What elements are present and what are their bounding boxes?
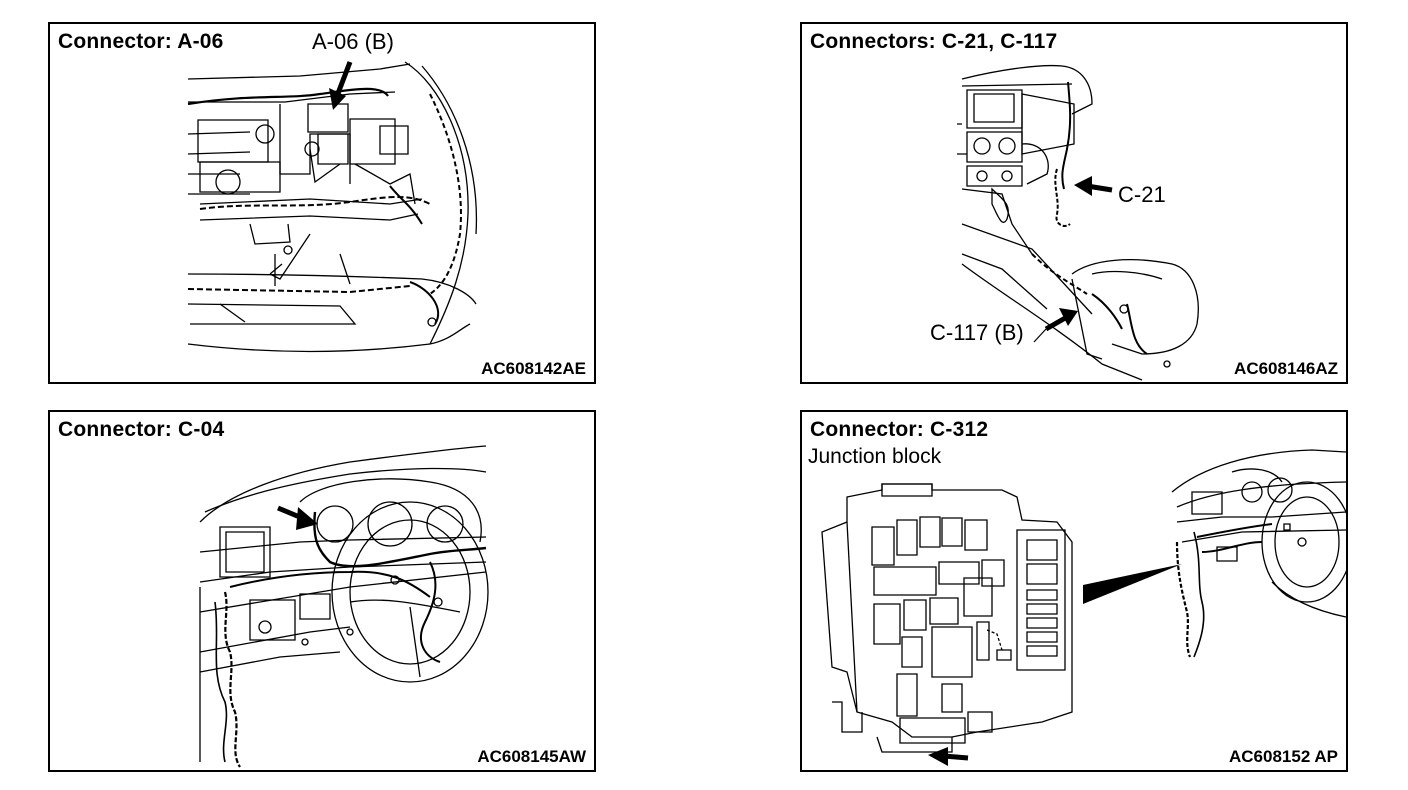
panel-subtitle: Junction block bbox=[808, 445, 942, 468]
panel-code: AC608146AZ bbox=[1234, 359, 1338, 378]
panel-title: Connector: C-312 bbox=[810, 418, 989, 441]
console-illustration bbox=[802, 24, 1346, 382]
callout-label-c117: C-117 (B) bbox=[930, 320, 1024, 345]
panel-code: AC608142AE bbox=[481, 359, 586, 378]
c117-pointer-arrow bbox=[1046, 308, 1078, 329]
engine-bay-illustration bbox=[50, 24, 594, 382]
panel-code: AC608152 AP bbox=[1229, 747, 1338, 766]
c21-pointer-arrow bbox=[1074, 176, 1112, 196]
dashboard-illustration bbox=[50, 412, 594, 770]
diagram-panel-a06: Connector: A-06 A-06 (B) AC608142AE bbox=[48, 22, 596, 384]
c04-pointer-arrow bbox=[278, 507, 318, 530]
a06-pointer-arrow bbox=[329, 62, 350, 110]
junction-block-leader bbox=[1083, 564, 1182, 604]
panel-code: AC608145AW bbox=[477, 747, 586, 766]
diagram-panel-c04: Connector: C-04 AC608145AW bbox=[48, 410, 596, 772]
panel-title: Connector: A-06 bbox=[58, 30, 224, 53]
callout-label-a06: A-06 (B) bbox=[312, 29, 394, 54]
panel-title: Connectors: C-21, C-117 bbox=[810, 30, 1058, 53]
diagram-panel-c312: Connector: C-312 Junction block AC608152… bbox=[800, 410, 1348, 772]
callout-label-c21: C-21 bbox=[1118, 182, 1166, 207]
c312-pointer-arrow bbox=[928, 747, 968, 766]
diagram-panel-c21-c117: Connectors: C-21, C-117 C-21 C-117 (B) A… bbox=[800, 22, 1348, 384]
junction-block-illustration bbox=[802, 412, 1346, 766]
panel-title: Connector: C-04 bbox=[58, 418, 225, 441]
